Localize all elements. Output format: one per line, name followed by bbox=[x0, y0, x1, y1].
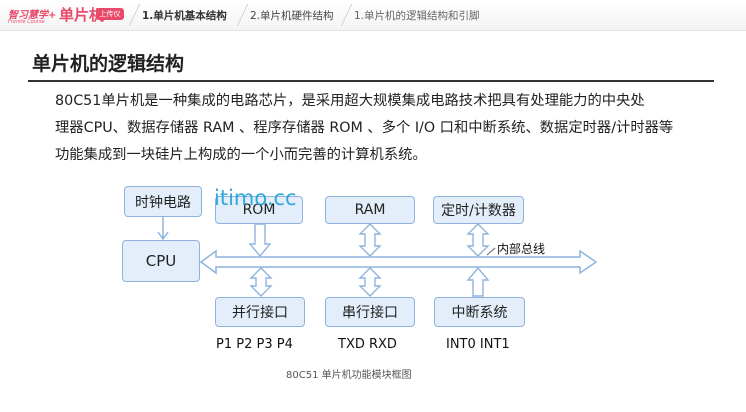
paragraph-line: 功能集成到一块硅片上构成的一个小而完善的计算机系统。 bbox=[55, 147, 427, 163]
page-title: 单片机的逻辑结构 bbox=[32, 53, 185, 75]
interrupt-system-box: 中断系统 bbox=[434, 297, 525, 327]
brand-badge: 上传仪 bbox=[96, 8, 124, 20]
internal-bus-arrow bbox=[199, 249, 598, 275]
parallel-pins-label: P1 P2 P3 P4 bbox=[216, 337, 293, 352]
interrupt-pins-label: INT0 INT1 bbox=[446, 337, 510, 352]
top-bar: 智习慧学+ Frontle Course 单片机 上传仪 1.单片机基本结构 2… bbox=[0, 0, 746, 31]
serial-bus-arrow bbox=[358, 267, 382, 297]
internal-bus-label: 内部总线 bbox=[497, 242, 546, 256]
rom-box: ROM bbox=[215, 196, 303, 224]
brand-title: 单片机 bbox=[59, 6, 105, 24]
title-divider bbox=[28, 80, 714, 82]
watermark: itimo.cc bbox=[214, 186, 297, 210]
paragraph-line: 80C51单片机是一种集成的电路芯片，是采用超大规模集成电路技术把具有处理能力的… bbox=[55, 93, 645, 109]
breadcrumb-item-1[interactable]: 1.单片机基本结构 bbox=[142, 10, 227, 22]
timer-bus-arrow bbox=[466, 223, 490, 257]
breadcrumb-item-2[interactable]: 2.单片机硬件结构 bbox=[250, 10, 334, 22]
intro-paragraph: 80C51单片机是一种集成的电路芯片，是采用超大规模集成电路技术把具有处理能力的… bbox=[55, 88, 715, 169]
ram-bus-arrow bbox=[358, 223, 382, 257]
brand-subtitle: Frontle Course bbox=[8, 19, 45, 25]
serial-interface-box: 串行接口 bbox=[325, 297, 415, 327]
timer-counter-box: 定时/计数器 bbox=[433, 196, 524, 224]
ram-box: RAM bbox=[325, 196, 415, 224]
rom-bus-arrow bbox=[248, 223, 272, 258]
brand-logo: 智习慧学+ bbox=[8, 10, 57, 21]
bus-label-leader bbox=[486, 247, 496, 256]
clock-circuit-box: 时钟电路 bbox=[124, 186, 202, 217]
parallel-bus-arrow bbox=[249, 267, 273, 297]
interrupt-bus-arrow bbox=[466, 266, 490, 297]
paragraph-line: 理器CPU、数据存储器 RAM 、程序存储器 ROM 、多个 I/O 口和中断系… bbox=[55, 120, 674, 136]
diagram-caption: 80C51 单片机功能模块框图 bbox=[286, 370, 412, 381]
serial-pins-label: TXD RXD bbox=[338, 337, 397, 352]
breadcrumb-item-3[interactable]: 1.单片机的逻辑结构和引脚 bbox=[354, 10, 480, 22]
parallel-interface-box: 并行接口 bbox=[215, 297, 305, 327]
cpu-box: CPU bbox=[122, 240, 200, 282]
